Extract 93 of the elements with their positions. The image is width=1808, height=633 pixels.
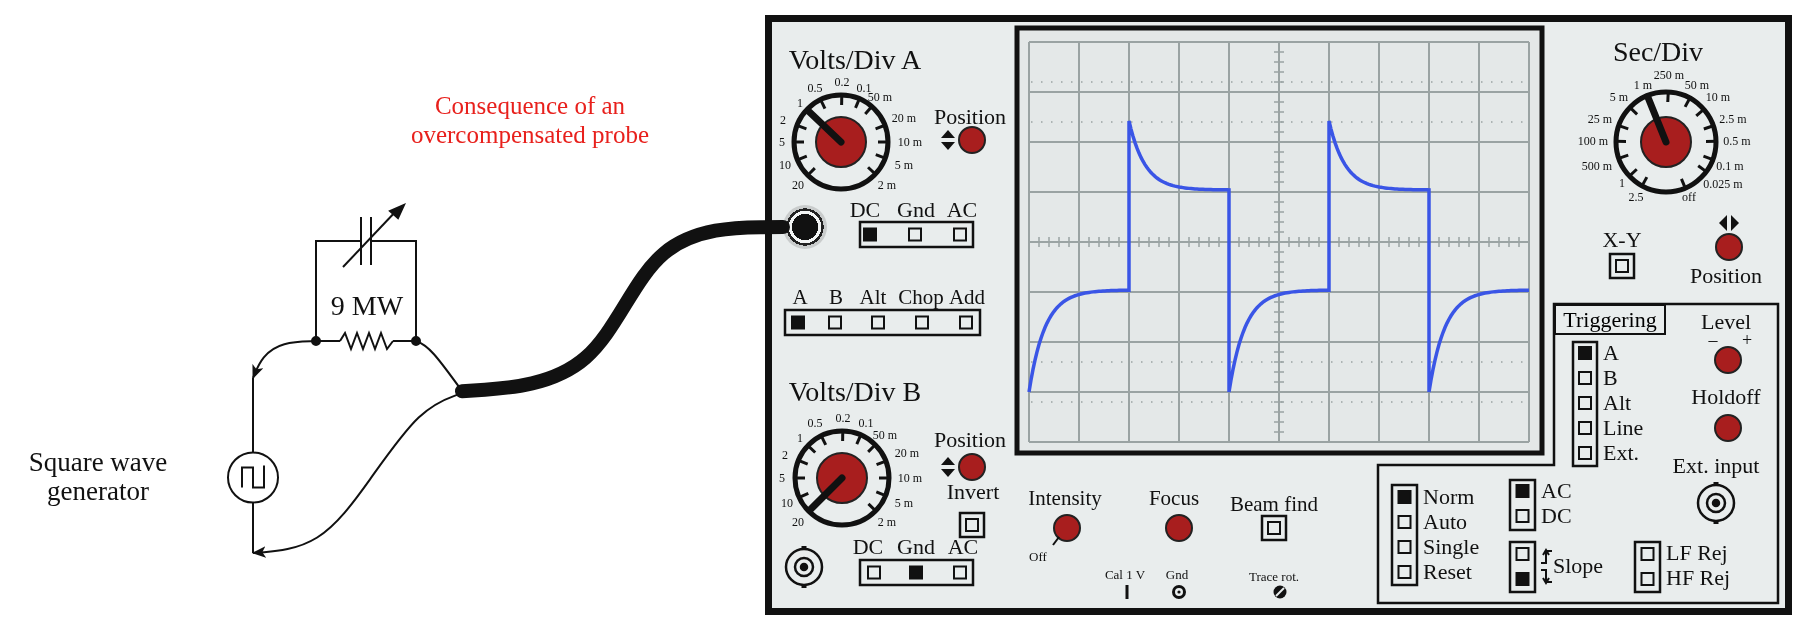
dial-scale-label: 0.1 [856,82,872,94]
control-label: Ext. input [1672,455,1760,477]
control-label: – [1708,331,1718,349]
control-label: Add [948,286,986,308]
control-label: Norm [1423,486,1475,508]
control-label: Cal 1 V [1104,567,1146,581]
control-label: AC [947,536,979,558]
dial-scale-label: off [1682,191,1696,203]
dial-scale-label: 10 m [897,136,923,148]
section-tab: Triggering [1554,304,1666,335]
dial-scale-label: 20 [792,516,804,528]
dial-scale-label: 500 m [1581,160,1613,172]
dial-scale-label: 1 [1619,177,1625,189]
control-label: A [1603,342,1619,364]
control-label: Position [933,106,1007,128]
dial-scale-label: 1 m [1633,79,1653,91]
control-label: Gnd [897,199,935,221]
control-label: B [829,286,843,308]
dial-scale-label: 0.5 [807,417,823,429]
dial-scale-label: 1 [797,432,803,444]
dial-scale-label: 0.1 [858,417,874,429]
dial-scale-label: 5 m [1609,91,1629,103]
control-label: HF Rej [1666,567,1731,589]
control-label: Invert [946,481,1000,503]
control-label: Beam find [1229,493,1319,515]
dial-scale-label: 0.5 m [1723,135,1751,147]
dial-scale-label: 100 m [1577,135,1609,147]
control-label: + [1741,331,1753,349]
dial-scale-label: 20 m [894,447,920,459]
dial-scale-label: 50 m [867,91,893,103]
control-label: Reset [1423,561,1472,583]
dial-scale-label: 50 m [1684,79,1710,91]
dial-scale-label: 2 m [877,179,897,191]
dial-scale-label: 0.5 [807,82,823,94]
control-label: Holdoff [1691,386,1761,408]
control-label: Auto [1423,511,1467,533]
dial-scale-label: 50 m [872,429,898,441]
dial-scale-label: 10 m [897,472,923,484]
control-label: A [792,286,808,308]
control-label: AC [946,199,978,221]
control-label: Single [1423,536,1480,558]
dial-scale-label: 20 [792,179,804,191]
component-label: Square wave generator [27,447,169,508]
control-label: Intensity [1028,487,1102,509]
dial-scale-label: 2.5 [1628,191,1644,203]
dial-scale-label: 5 [779,136,785,148]
control-label: B [1603,367,1618,389]
dial-scale-label: 10 m [1705,91,1731,103]
control-label: DC [1541,505,1572,527]
dial-scale-label: 2 m [877,516,897,528]
probe-cable [455,220,790,399]
dial-scale-label: 1 [797,97,803,109]
dial-scale-label: 250 m [1653,69,1685,81]
control-label: Volts/Div B [788,378,922,406]
dial-scale-label: 10 [781,497,793,509]
control-label: Off [1029,549,1047,563]
control-label: Position [933,429,1007,451]
dial-scale-label: 0.1 m [1716,160,1744,172]
control-label: DC [852,536,884,558]
control-label: Gnd [897,536,935,558]
input-jack [783,205,827,249]
control-label: Trace rot. [1248,569,1300,583]
component-value: 9 MW [330,292,404,320]
control-label: Level [1700,311,1752,333]
dial-scale-label: 25 m [1587,113,1613,125]
oscilloscope-panel [765,15,1792,615]
annotation-title: Consequence of an overcompensated probe [409,92,651,150]
control-label: Ext. [1603,442,1640,464]
dial-scale-label: 0.2 [835,412,851,424]
control-label: Chop [898,286,944,308]
control-label: Alt [1603,392,1632,414]
control-label: Slope [1553,555,1604,577]
control-label: Position [1689,265,1763,287]
control-label: X-Y [1602,229,1642,251]
dial-scale-label: 10 [779,159,791,171]
control-label: Sec/Div [1612,38,1704,66]
dial-scale-label: 0.2 [834,76,850,88]
control-label: LF Rej [1666,542,1728,564]
dial-scale-label: 5 m [894,159,914,171]
dial-scale-label: 2 [782,449,788,461]
dial-scale-label: 5 m [894,497,914,509]
control-label: Alt [859,286,887,308]
control-label: Line [1603,417,1644,439]
dial-scale-label: 20 m [891,112,917,124]
control-label: Focus [1148,487,1200,509]
dial-scale-label: 2.5 m [1719,113,1747,125]
control-label: Volts/Div A [788,46,922,74]
control-label: Gnd [1165,567,1189,581]
dial-scale-label: 0.025 m [1703,178,1743,190]
control-label: DC [849,199,881,221]
dial-scale-label: 2 [780,114,786,126]
dial-scale-label: 5 [779,472,785,484]
control-label: AC [1541,480,1572,502]
